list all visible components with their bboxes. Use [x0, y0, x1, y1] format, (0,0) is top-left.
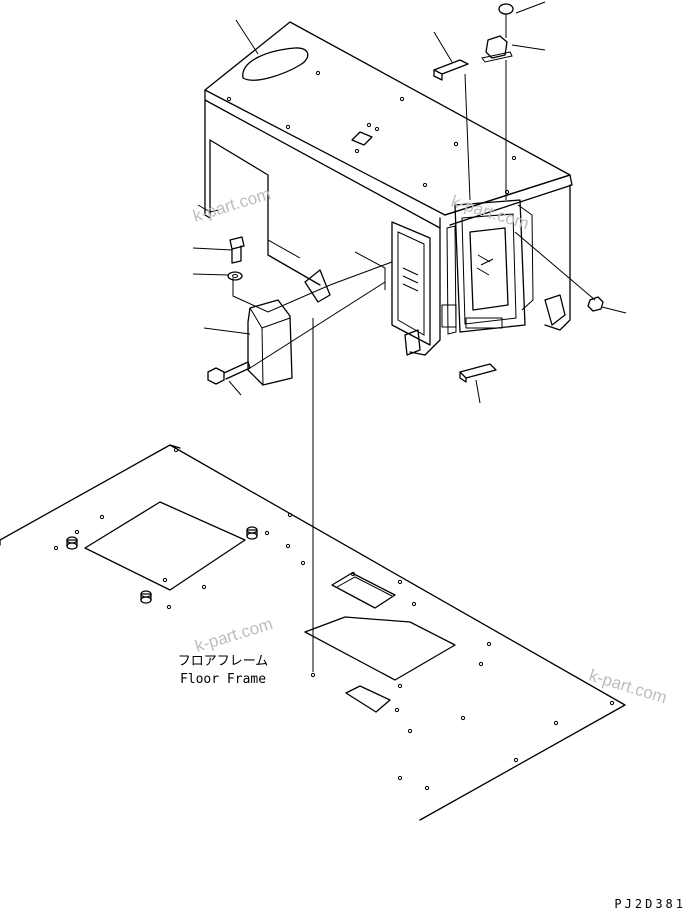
watermark: k-part.com: [191, 184, 273, 226]
floor-frame: [0, 444, 626, 821]
hex-bolt: [207, 361, 251, 385]
bolt: [229, 236, 245, 264]
leader-lines: [192, 1, 627, 672]
clip-connector: [481, 35, 513, 63]
top-screw: [498, 3, 514, 38]
watermark: k-part.com: [449, 192, 531, 234]
watermark: k-part.com: [587, 666, 669, 708]
watermark: k-part.com: [193, 614, 275, 656]
switch-panel: [441, 199, 534, 335]
bracket-bottom: [459, 363, 497, 383]
washer: [227, 271, 243, 281]
cover-bracket: [247, 299, 293, 386]
nut: [587, 296, 604, 312]
floor-label-jp: フロアフレーム: [178, 654, 269, 669]
floor-label-en: Floor Frame: [180, 672, 266, 687]
bracket-top: [433, 59, 469, 81]
drawing-code: PJ2D381: [614, 897, 686, 911]
console-frame: [197, 21, 573, 356]
